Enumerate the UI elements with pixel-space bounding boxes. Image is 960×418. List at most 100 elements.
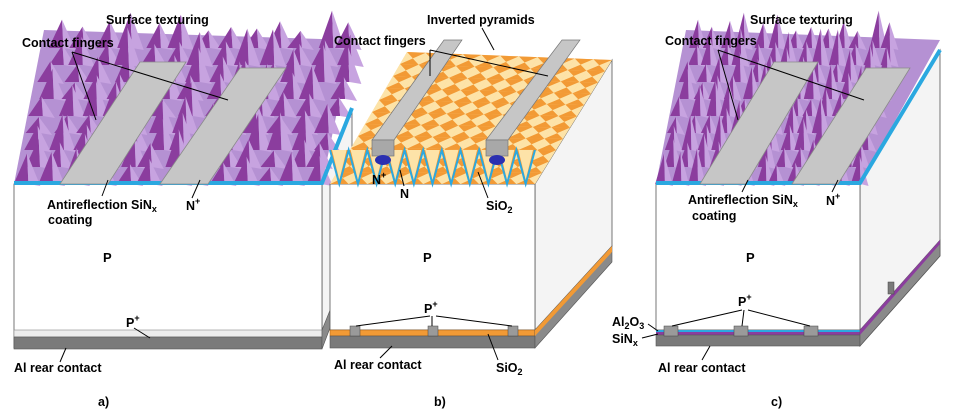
panel-a-leader-1 [71, 51, 97, 121]
inverted-pyramid-cell [586, 65, 605, 72]
inverted-pyramid-cell [565, 104, 584, 111]
inverted-pyramid-cell [465, 108, 484, 115]
inverted-pyramid-cell [544, 133, 563, 139]
inverted-pyramid-cell [546, 92, 560, 105]
inverted-pyramid-cell [486, 73, 505, 80]
panel-a-pyramid-side [74, 82, 89, 101]
inverted-pyramid-cell [471, 114, 484, 126]
inverted-pyramid-cell [497, 85, 517, 92]
panel-c-pyramid-side [789, 124, 799, 152]
inverted-pyramid-cell [426, 125, 440, 138]
inverted-pyramid-cell [530, 161, 549, 168]
panel-c-rear-side-purple [860, 240, 940, 335]
panel-a-pyramid-face [266, 112, 282, 150]
panel-a-pyramid-face [306, 155, 321, 184]
inverted-pyramid-cell [510, 172, 524, 184]
inverted-pyramid-cell [464, 125, 477, 138]
panel-b-contact-finger-1-front [371, 139, 395, 157]
panel-c-pyramid-side [860, 142, 870, 169]
panel-a-pyramid-face [306, 142, 321, 167]
panel-a-p-plus-label: P+ [126, 313, 140, 330]
inverted-pyramid-cell [518, 144, 538, 150]
panel-c-rear-leader [701, 345, 711, 361]
panel-a-pyramid-face [64, 64, 80, 82]
inverted-pyramid-cell [358, 124, 371, 136]
inverted-pyramid-cell [446, 107, 466, 114]
inverted-pyramid-cell [529, 172, 542, 184]
sawtooth-tooth-inner [443, 150, 459, 180]
inverted-pyramid-cell [433, 113, 447, 126]
panel-c-pyramid-side [777, 14, 787, 51]
inverted-pyramid-cell [572, 93, 591, 100]
inverted-pyramid-cell [533, 104, 547, 116]
panel-c-p-label: P [746, 250, 755, 265]
sawtooth-tooth-inner [332, 150, 347, 180]
inverted-pyramid-cell [386, 82, 405, 89]
panel-c-point-contact-1 [663, 325, 679, 337]
inverted-pyramid-cell [479, 85, 498, 92]
inverted-pyramid-cell [467, 78, 487, 85]
inverted-pyramid-cell [551, 127, 570, 134]
inverted-pyramid-cell [441, 77, 455, 90]
panel-a-pyramid-side [191, 81, 205, 118]
inverted-pyramid-cell [409, 107, 428, 114]
panel-c-pyramid-side [867, 132, 877, 152]
panel-b-p-label: P [423, 250, 432, 265]
panel-c-pyramid-side [837, 29, 847, 68]
inverted-pyramid-cell [490, 102, 510, 109]
inverted-pyramid-cell [525, 132, 545, 139]
panel-c-pyramid-side [730, 20, 739, 50]
panel-a-pyramid-side [225, 41, 240, 67]
inverted-pyramid-cell [560, 81, 580, 88]
panel-a-pyramid-side [247, 28, 261, 67]
panel-c-pyramid-face [766, 41, 777, 65]
panel-c-pyramid-side [675, 116, 685, 135]
inverted-pyramid-cell [393, 64, 406, 76]
panel-a-pyramid-side [272, 29, 287, 68]
inverted-pyramid-cell [402, 124, 421, 131]
inverted-pyramid-cell [377, 112, 391, 125]
panel-c-pyramid-face [700, 36, 711, 65]
panel-c-pyramid-face [822, 63, 833, 99]
panel-a-pyramid-side [81, 36, 95, 67]
inverted-pyramid-cell [474, 66, 494, 73]
inverted-pyramid-cell [393, 76, 412, 83]
panel-a-pyramid-face [28, 96, 43, 116]
panel-c: Surface texturing Contact fingers Antire… [612, 10, 942, 409]
inverted-pyramid-cell [483, 108, 503, 115]
inverted-pyramid-cell [458, 113, 471, 126]
panel-c-rear-contact-label: Al rear contact [658, 361, 746, 375]
inverted-pyramid-cell [552, 104, 566, 116]
panel-b: Inverted pyramids Contact fingers N+ N S… [329, 13, 613, 409]
inverted-pyramid-cell [448, 77, 468, 84]
panel-c-pyramid-side [855, 43, 865, 67]
panel-c-pyramid-face [869, 10, 880, 48]
inverted-pyramid-cell [479, 78, 492, 91]
panel-a-pyramid-side [323, 44, 337, 84]
panel-c-pyramid-face [711, 114, 722, 150]
inverted-pyramid-cell [413, 136, 433, 143]
inverted-pyramid-cell [530, 155, 549, 162]
inverted-pyramid-cell [395, 130, 414, 137]
panel-c-pyramid-side [820, 28, 830, 67]
panel-c-pyramid-face [767, 164, 778, 184]
panel-a-pyramid-side [305, 115, 319, 152]
panel-c-pyramid-side [739, 51, 749, 84]
panel-c-leader-1 [717, 49, 739, 121]
panel-a-pyramid-side [62, 19, 76, 50]
panel-a-pyramid-face [116, 164, 132, 184]
panel-a-pyramid-side [291, 151, 305, 186]
panel-a-pyramid-side [246, 156, 260, 186]
inverted-pyramid-cell [404, 76, 418, 89]
panel-a-p-label: P [103, 250, 112, 265]
inverted-pyramid-cell [358, 136, 377, 143]
inverted-pyramid-cell [579, 81, 598, 88]
panel-c-pyramid-face [697, 64, 707, 82]
panel-a-pyramid-face [24, 125, 39, 150]
inverted-pyramid-cell [537, 144, 556, 151]
panel-a-pyramid-face [295, 93, 311, 116]
inverted-pyramid-cell [497, 91, 517, 98]
inverted-pyramid-cell [506, 56, 519, 68]
inverted-pyramid-cell [411, 64, 425, 77]
inverted-pyramid-cell [427, 107, 447, 114]
